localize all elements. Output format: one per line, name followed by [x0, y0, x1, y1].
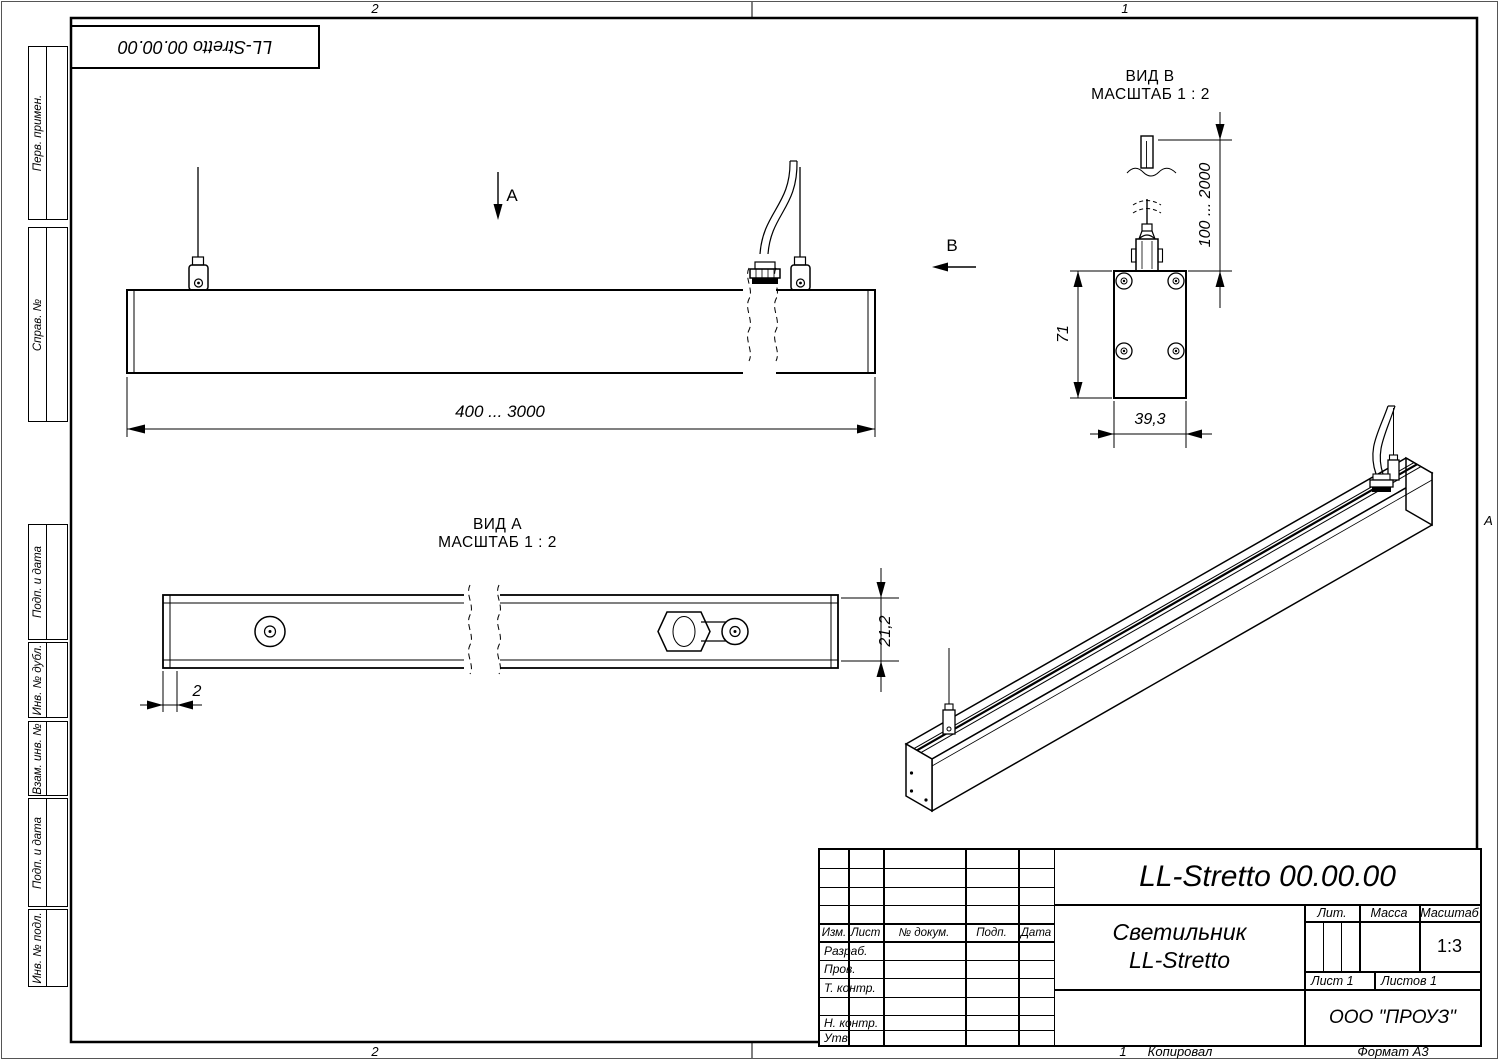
view-a	[140, 568, 899, 712]
scale-label: Масштаб	[1420, 906, 1479, 920]
dim-length-text: 400 ... 3000	[455, 401, 545, 421]
company-name: ООО "ПРОУЗ"	[1328, 1006, 1457, 1028]
col-doc: № докум.	[898, 926, 950, 939]
scale-value: 1:3	[1436, 936, 1463, 956]
footer-copied: Копировал	[1147, 1044, 1213, 1059]
dim-wall-text: 2	[192, 683, 202, 700]
view-a-title: ВИД А	[472, 516, 523, 533]
margin-box-sprav-no: Справ. №	[28, 227, 68, 422]
sheet-cell: Лист 1	[1311, 973, 1354, 988]
dim-suspension	[1158, 112, 1232, 308]
zone-bottom-left: 2	[371, 1044, 379, 1059]
margin-box-podp-data-1: Подп. и дата	[28, 524, 68, 640]
margin-label: Перв. примен.	[31, 94, 44, 172]
main-view	[126, 160, 976, 437]
col-podp: Подп.	[976, 926, 1007, 939]
dim-suspension-text: 100 ... 2000	[1197, 162, 1214, 248]
margin-label: Подп. и дата	[31, 816, 44, 889]
row-developed: Разраб.	[824, 944, 868, 958]
product-name-line1: Светильник	[1112, 919, 1247, 946]
col-izm: Изм.	[821, 926, 847, 939]
dim-profile-height-text: 21,2	[877, 615, 894, 647]
margin-label: Подп. и дата	[31, 546, 44, 618]
margin-box-inv-dubl: Инв. № дубл.	[28, 642, 68, 718]
view-arrow-a	[493, 172, 503, 220]
row-ncontrol: Н. контр.	[824, 1015, 879, 1030]
footer-format: Формат А3	[1357, 1044, 1429, 1059]
margin-box-vzam-inv: Взам. инв. №	[28, 721, 68, 796]
mass-label: Масса	[1370, 906, 1408, 920]
col-data: Дата	[1020, 926, 1052, 939]
dim-length	[126, 377, 876, 437]
margin-label: Инв. № дубл.	[31, 644, 44, 716]
document-stamp: LL-Stretto 00.00.00	[70, 25, 320, 69]
row-tcontrol: Т. контр.	[824, 980, 876, 995]
margin-box-inv-podl: Инв. № подл.	[28, 909, 68, 987]
dim-wall	[140, 671, 202, 712]
margin-label: Взам. инв. №	[31, 722, 44, 795]
doc-number: LL-Stretto 00.00.00	[1139, 860, 1396, 893]
margin-box-podp-data-2: Подп. и дата	[28, 798, 68, 907]
lit-label: Лит.	[1317, 906, 1347, 920]
product-name: Светильник LL-Stretto	[1055, 905, 1304, 989]
sheets-cell: Листов 1	[1381, 973, 1437, 988]
margin-box-perv-primen: Перв. примен.	[28, 46, 68, 220]
col-list: Лист	[850, 926, 881, 939]
dim-body-width	[1090, 401, 1212, 448]
view-arrow-b	[932, 262, 976, 272]
view-a-scale: МАСШТАБ 1 : 2	[438, 534, 557, 551]
arrow-b-label: В	[946, 236, 958, 255]
margin-label: Справ. №	[31, 298, 44, 351]
zone-bottom-right: 1	[1119, 1044, 1127, 1059]
margin-label: Инв. № подл.	[31, 912, 44, 984]
zone-top-right: 1	[1121, 1, 1129, 16]
dim-body-height-text: 71	[1055, 325, 1072, 343]
title-block: Изм. Лист № докум. Подп. Дата Разраб. Пр…	[818, 848, 1482, 1047]
row-checked: Пров.	[824, 962, 856, 976]
isometric-view	[904, 405, 1434, 813]
view-b	[1070, 112, 1232, 448]
zone-top-left: 2	[371, 1, 379, 16]
dim-body-height	[1070, 270, 1112, 399]
view-b-scale: МАСШТАБ 1 : 2	[1091, 86, 1210, 103]
view-b-title: ВИД В	[1125, 68, 1175, 85]
product-name-line2: LL-Stretto	[1129, 947, 1230, 973]
dim-profile-height	[841, 568, 899, 692]
zone-right: А	[1484, 512, 1493, 528]
dim-body-width-text: 39,3	[1134, 410, 1166, 428]
arrow-a-label: А	[506, 186, 518, 205]
row-approved: Утв.	[824, 1030, 852, 1045]
